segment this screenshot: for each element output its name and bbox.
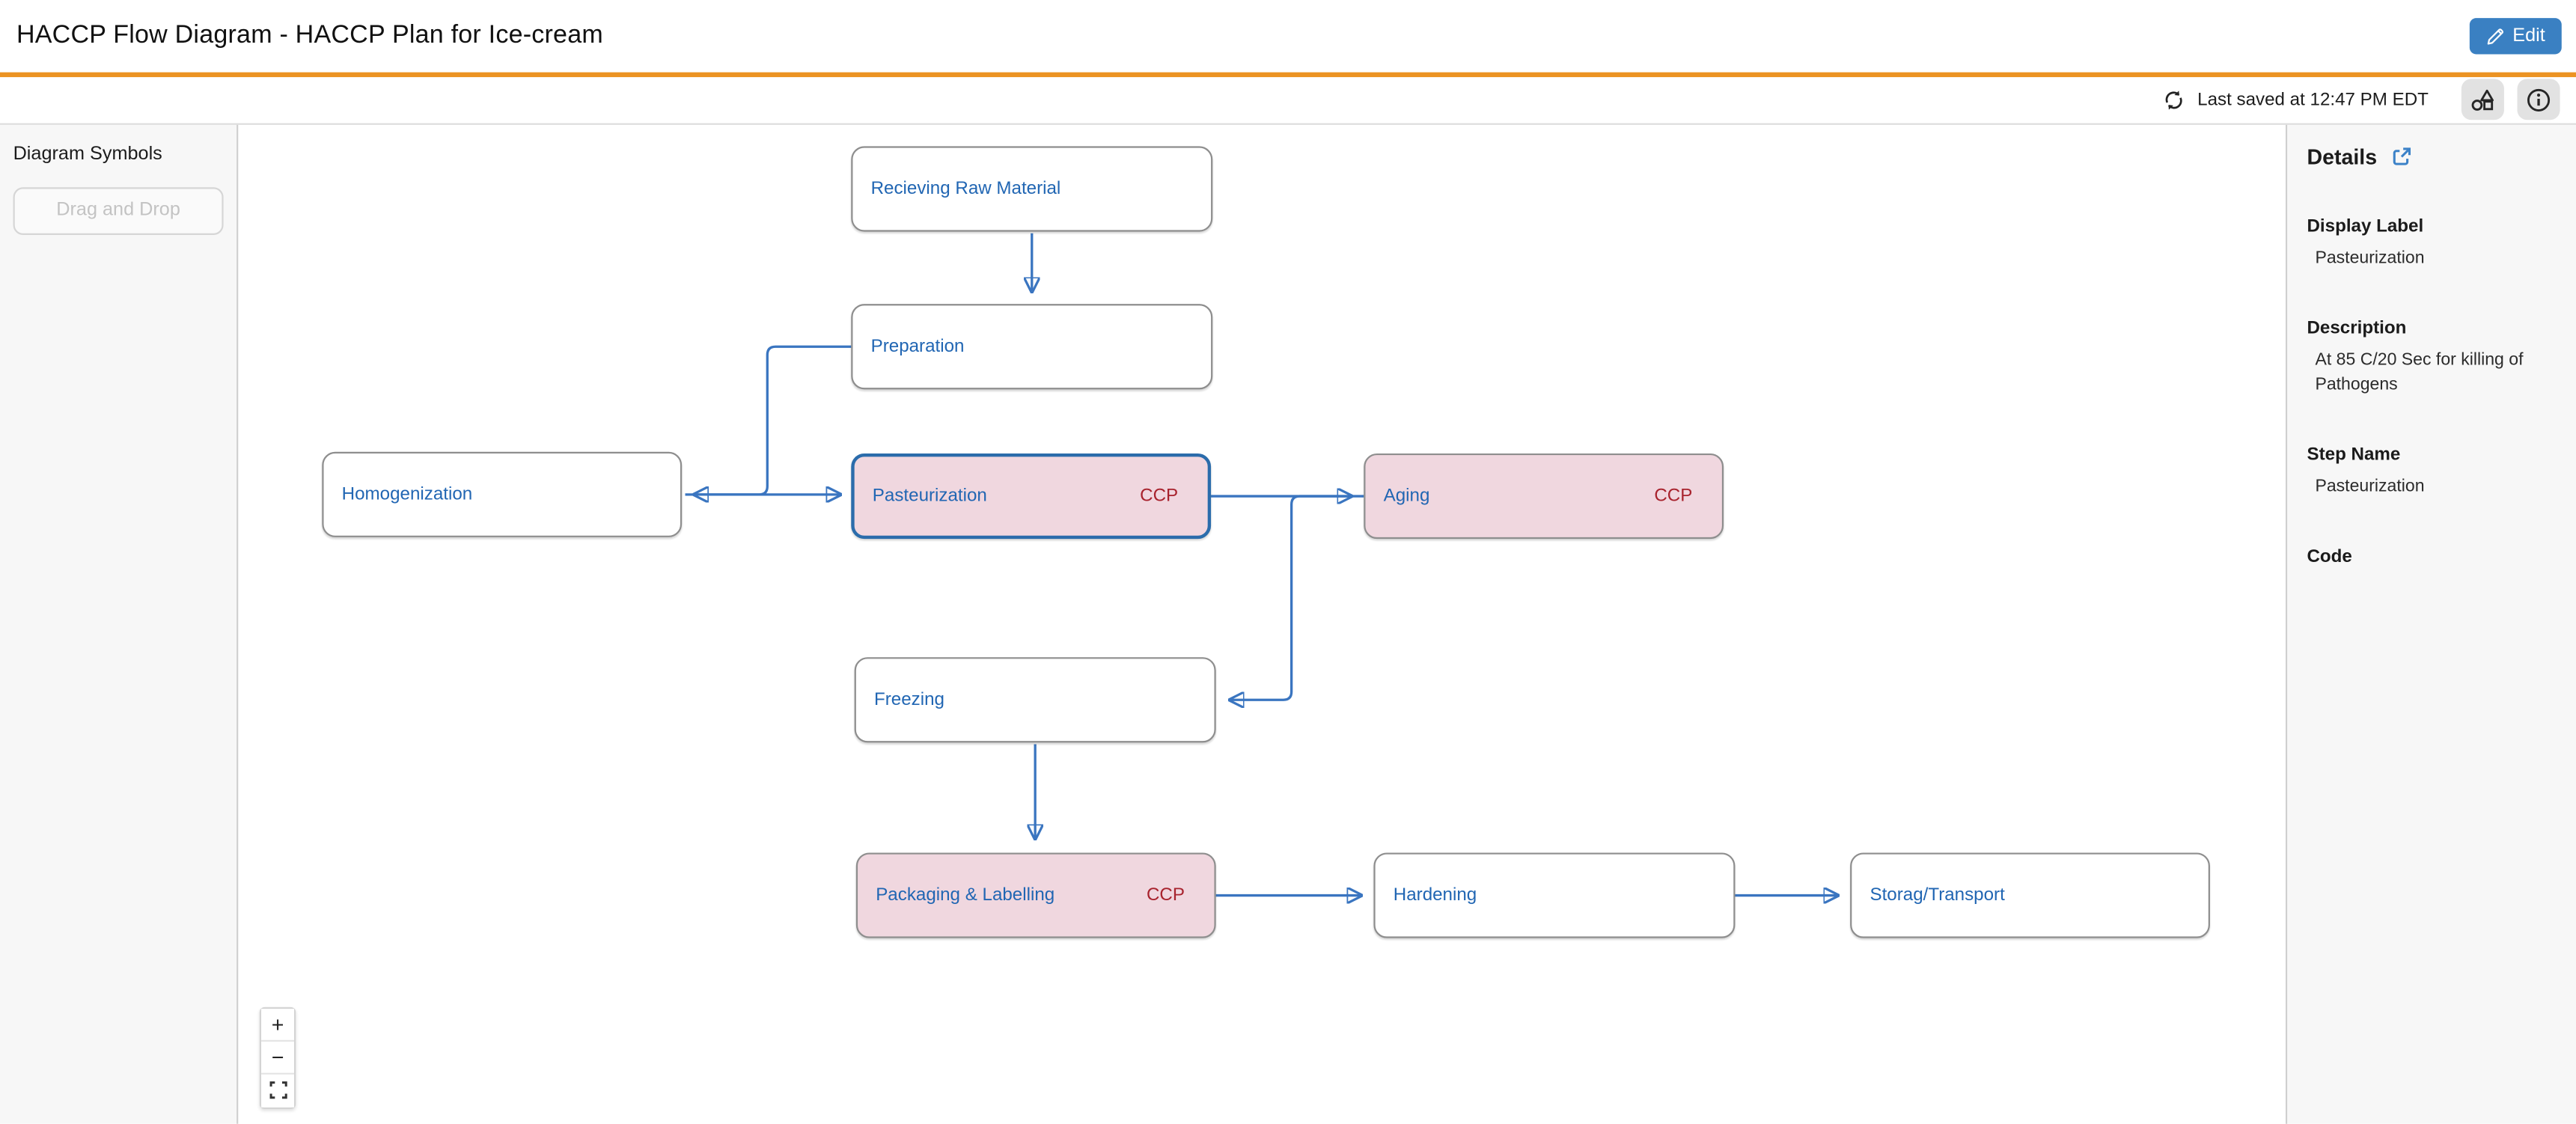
- zoom-in-button[interactable]: +: [261, 1007, 294, 1041]
- node-label: Homogenization: [341, 483, 473, 504]
- shapes-panel-button[interactable]: [2461, 79, 2504, 120]
- info-icon: [2525, 86, 2551, 112]
- field-code: Code: [2307, 548, 2563, 567]
- field-value: Pasteurization: [2315, 477, 2425, 497]
- zoom-out-button[interactable]: −: [261, 1040, 294, 1074]
- field-value: Pasteurization: [2315, 247, 2425, 267]
- field-label: Description: [2307, 318, 2407, 338]
- zoom-controls: + −: [259, 1006, 296, 1108]
- node-storag-transport[interactable]: Storag/Transport: [1850, 852, 2210, 938]
- node-homogenization[interactable]: Homogenization: [322, 450, 683, 537]
- node-label: Recieving Raw Material: [870, 178, 1061, 198]
- node-packaging-labelling[interactable]: Packaging & Labelling CCP: [855, 852, 1216, 938]
- zoom-in-icon: +: [271, 1011, 284, 1036]
- edit-button[interactable]: Edit: [2470, 18, 2562, 55]
- field-label: Display Label: [2307, 216, 2424, 236]
- node-label: Pasteurization: [872, 485, 987, 506]
- node-aging[interactable]: Aging CCP: [1364, 452, 1724, 539]
- node-preparation[interactable]: Preparation: [851, 303, 1213, 389]
- edge-aging-freezing[interactable]: [1230, 494, 1364, 699]
- edit-button-label: Edit: [2512, 26, 2545, 46]
- zoom-out-icon: −: [271, 1044, 284, 1069]
- node-receiving-raw-material[interactable]: Recieving Raw Material: [851, 145, 1213, 231]
- header: HACCP Flow Diagram - HACCP Plan for Ice-…: [0, 0, 2576, 73]
- field-step-name: Step Name Pasteurization: [2307, 445, 2563, 500]
- details-panel-title: Details: [2307, 144, 2378, 169]
- content-row: Diagram Symbols Drag and Drop: [0, 123, 2576, 1124]
- shapes-icon: [2470, 86, 2496, 112]
- node-label: Freezing: [874, 689, 944, 709]
- accent-divider: [0, 72, 2576, 77]
- ccp-badge: CCP: [1146, 885, 1185, 905]
- fit-view-button[interactable]: [261, 1073, 294, 1107]
- diagram-canvas[interactable]: Recieving Raw Material Preparation Homog…: [238, 123, 2286, 1124]
- sidebar-title: Diagram Symbols: [13, 144, 162, 164]
- node-hardening[interactable]: Hardening: [1373, 852, 1736, 938]
- symbols-sidebar: Diagram Symbols Drag and Drop: [0, 123, 239, 1124]
- node-label: Storag/Transport: [1870, 885, 2005, 905]
- node-label: Preparation: [870, 335, 965, 356]
- drag-and-drop-label: Drag and Drop: [56, 200, 180, 221]
- node-label: Hardening: [1393, 885, 1477, 905]
- node-label: Aging: [1383, 485, 1430, 506]
- edge-preparation-homogenization[interactable]: [695, 344, 852, 494]
- info-panel-button[interactable]: [2517, 79, 2560, 120]
- ccp-badge: CCP: [1654, 485, 1693, 506]
- fit-view-icon: [269, 1081, 287, 1099]
- node-freezing[interactable]: Freezing: [854, 656, 1216, 742]
- field-value: At 85 C/20 Sec for killing of Pathogens: [2315, 349, 2524, 394]
- field-description: Description At 85 C/20 Sec for killing o…: [2307, 318, 2563, 397]
- page-title: HACCP Flow Diagram - HACCP Plan for Ice-…: [16, 21, 603, 49]
- sync-icon: [2163, 88, 2186, 111]
- last-saved: Last saved at 12:47 PM EDT: [2163, 88, 2429, 111]
- external-link-icon[interactable]: [2390, 145, 2412, 167]
- toolbar: Last saved at 12:47 PM EDT: [0, 76, 2576, 124]
- node-label: Packaging & Labelling: [876, 885, 1055, 905]
- details-panel: Details Display Label Pasteurization Des…: [2285, 123, 2576, 1124]
- field-label: Step Name: [2307, 445, 2401, 465]
- drag-and-drop-zone[interactable]: Drag and Drop: [13, 186, 224, 234]
- field-label: Code: [2307, 547, 2352, 568]
- last-saved-text: Last saved at 12:47 PM EDT: [2197, 89, 2429, 110]
- diagram-edges: [685, 232, 2286, 1124]
- ccp-badge: CCP: [1140, 485, 1179, 506]
- pencil-icon: [2486, 27, 2504, 45]
- field-display-label: Display Label Pasteurization: [2307, 216, 2563, 271]
- node-pasteurization[interactable]: Pasteurization CCP: [851, 452, 1212, 539]
